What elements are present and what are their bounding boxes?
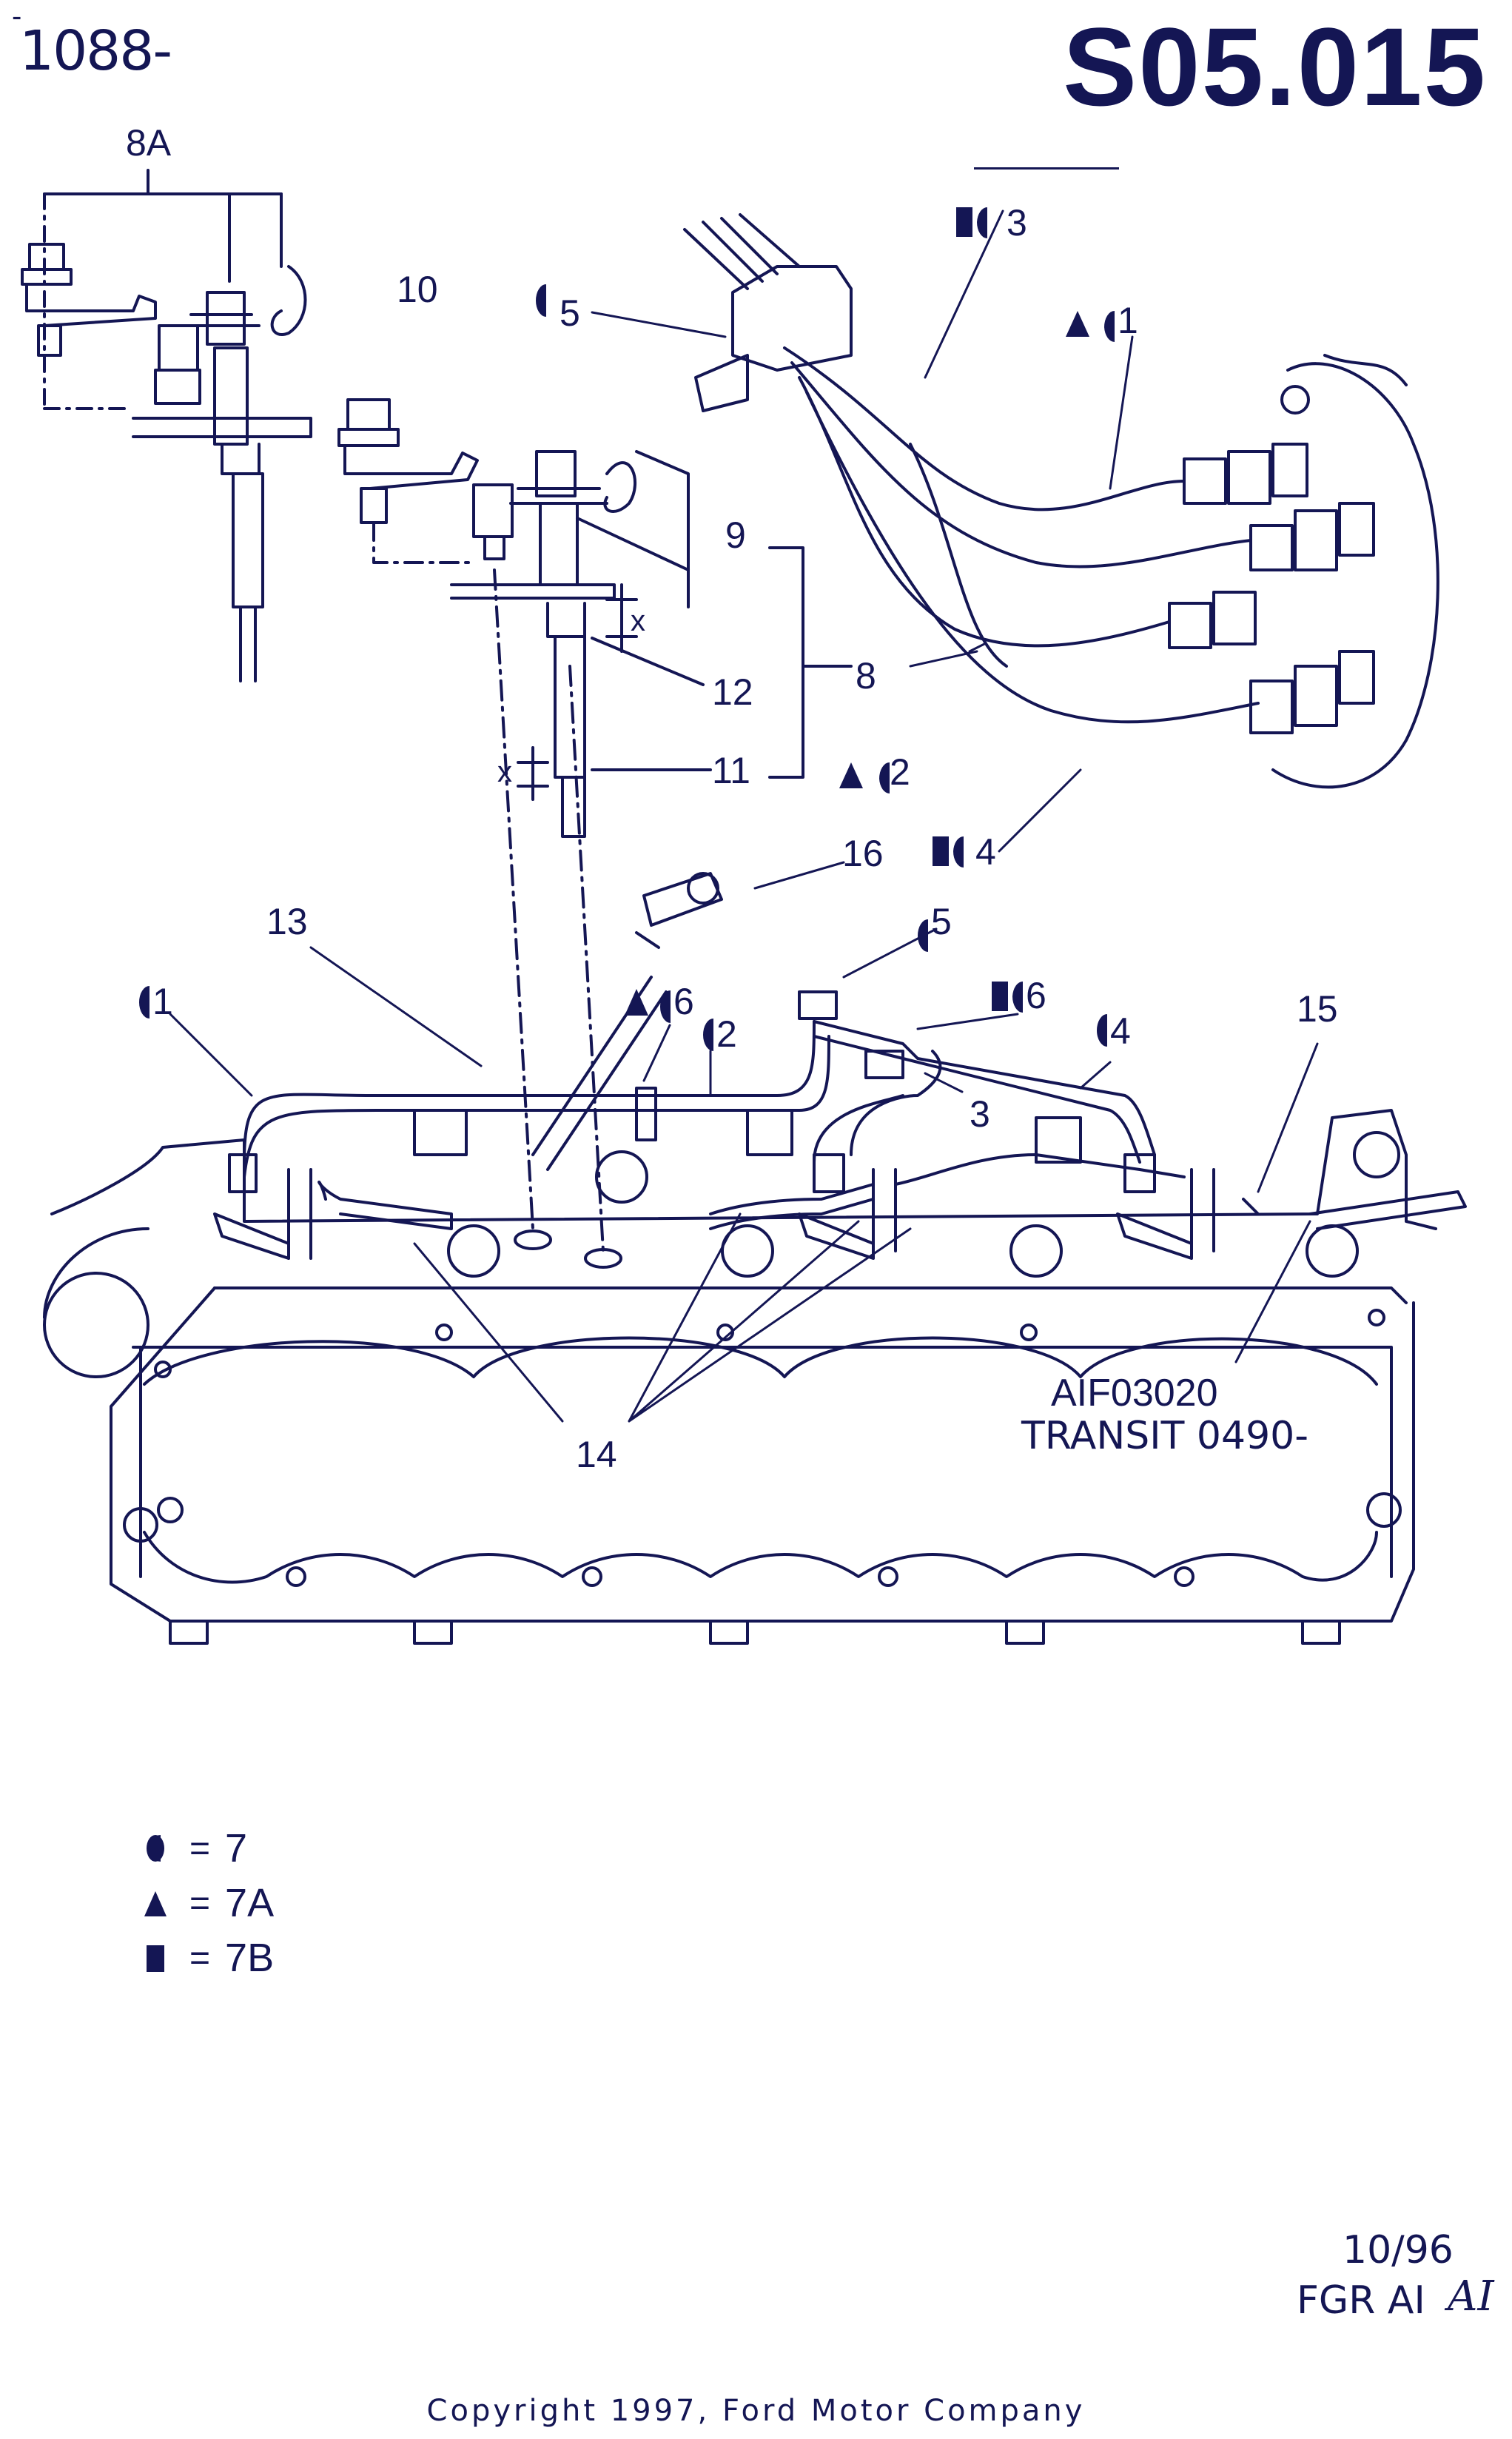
injector-assembly-8a (21, 169, 312, 682)
triangle-icon (839, 762, 863, 788)
legend-value: 7 (225, 1826, 248, 1871)
callout-16: 16 (842, 833, 884, 874)
callout-8: 8 (856, 655, 876, 697)
injector-assembly-detail (337, 398, 853, 1252)
symbol-legend: = 7 = 7A = 7B (141, 1821, 274, 1985)
square-icon (956, 207, 972, 237)
half-circle-icon (977, 207, 987, 238)
page-tick: - (12, 0, 22, 33)
copyright-notice: Copyright 1997, Ford Motor Company (426, 2394, 1086, 2428)
square-icon (141, 1943, 170, 1973)
half-circle-icon (953, 836, 964, 868)
pump-pipe-bundle (683, 213, 1439, 789)
half-circle-icon (660, 990, 671, 1023)
leak-off-pipes (228, 872, 1186, 1230)
callout-5-top: 5 (560, 292, 580, 334)
callout-6-left: 6 (673, 981, 694, 1022)
callout-4-mid: 4 (975, 831, 996, 873)
legend-value: 7B (225, 1936, 275, 1980)
callout-x-lower: x (497, 756, 512, 788)
callout-3-low: 3 (970, 1093, 990, 1135)
legend-equals: = (189, 1883, 211, 1923)
half-circle-icon (1097, 1014, 1107, 1047)
half-circle-icon (536, 284, 546, 317)
callout-9: 9 (725, 514, 746, 556)
triangle-icon (625, 989, 648, 1016)
half-circle-icon (918, 919, 928, 952)
title-rule (974, 167, 1119, 170)
callout-12: 12 (712, 671, 753, 713)
revision-date: 10/96 (1343, 2228, 1454, 2272)
callout-8a: 8A (126, 122, 172, 164)
callout-15: 15 (1297, 988, 1338, 1030)
callout-3-top: 3 (1007, 202, 1027, 244)
illustration-code: AIF03020 (1051, 1372, 1218, 1415)
callout-1-top: 1 (1118, 300, 1138, 341)
leader-lines (169, 209, 1319, 1423)
callout-11: 11 (712, 750, 750, 791)
callout-13: 13 (266, 901, 308, 942)
half-circle-icon (703, 1019, 713, 1051)
callout-symbols (139, 207, 1115, 1051)
cylinder-head (43, 1109, 1467, 1645)
half-circle-icon (141, 1834, 170, 1863)
square-icon (992, 982, 1008, 1011)
callout-6-right: 6 (1026, 975, 1046, 1016)
legend-value: 7A (225, 1881, 275, 1925)
callout-1-left: 1 (152, 981, 173, 1022)
half-circle-icon (879, 762, 890, 794)
square-icon (933, 836, 949, 866)
callout-14: 14 (576, 1434, 617, 1475)
callout-5-mid: 5 (931, 901, 952, 942)
revision-signature: AI (1448, 2272, 1494, 2321)
revision-author: FGR AI (1297, 2278, 1425, 2323)
legend-equals: = (189, 1938, 211, 1978)
half-circle-icon (1104, 311, 1115, 343)
callout-x-upper: x (631, 605, 645, 637)
callout-4-right: 4 (1110, 1010, 1131, 1052)
callout-10: 10 (397, 269, 438, 310)
callout-2-low: 2 (716, 1013, 737, 1055)
model-reference: TRANSIT 0490- (1021, 1414, 1308, 1458)
legend-row-7: = 7 (141, 1821, 274, 1876)
half-circle-icon (1012, 981, 1023, 1013)
sheet-code: S05.015 (1063, 4, 1487, 129)
half-circle-icon (139, 986, 149, 1019)
callout-2-mid: 2 (890, 751, 910, 793)
triangle-icon (141, 1888, 170, 1918)
callout-labels: 8A 10 5 3 1 9 8 12 11 2 4 16 5 13 1 6 2 … (126, 122, 1338, 1475)
page-reference: 1088- (19, 19, 172, 83)
legend-equals: = (189, 1828, 211, 1868)
legend-row-7a: = 7A (141, 1876, 274, 1930)
legend-row-7b: = 7B (141, 1930, 274, 1985)
triangle-icon (1066, 311, 1089, 337)
